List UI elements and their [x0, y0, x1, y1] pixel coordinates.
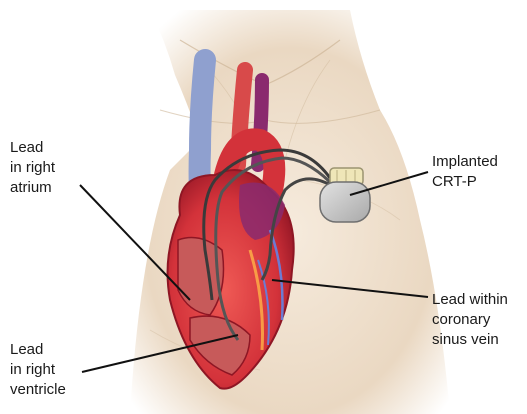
label-lead-coronary-sinus: Lead within coronary sinus vein	[432, 290, 508, 350]
label-lead-right-ventricle: Lead in right ventricle	[10, 340, 66, 400]
label-implanted-crt-p: Implanted CRT-P	[432, 152, 498, 192]
label-lead-right-atrium: Lead in right atrium	[10, 138, 55, 198]
torso	[130, 10, 450, 414]
